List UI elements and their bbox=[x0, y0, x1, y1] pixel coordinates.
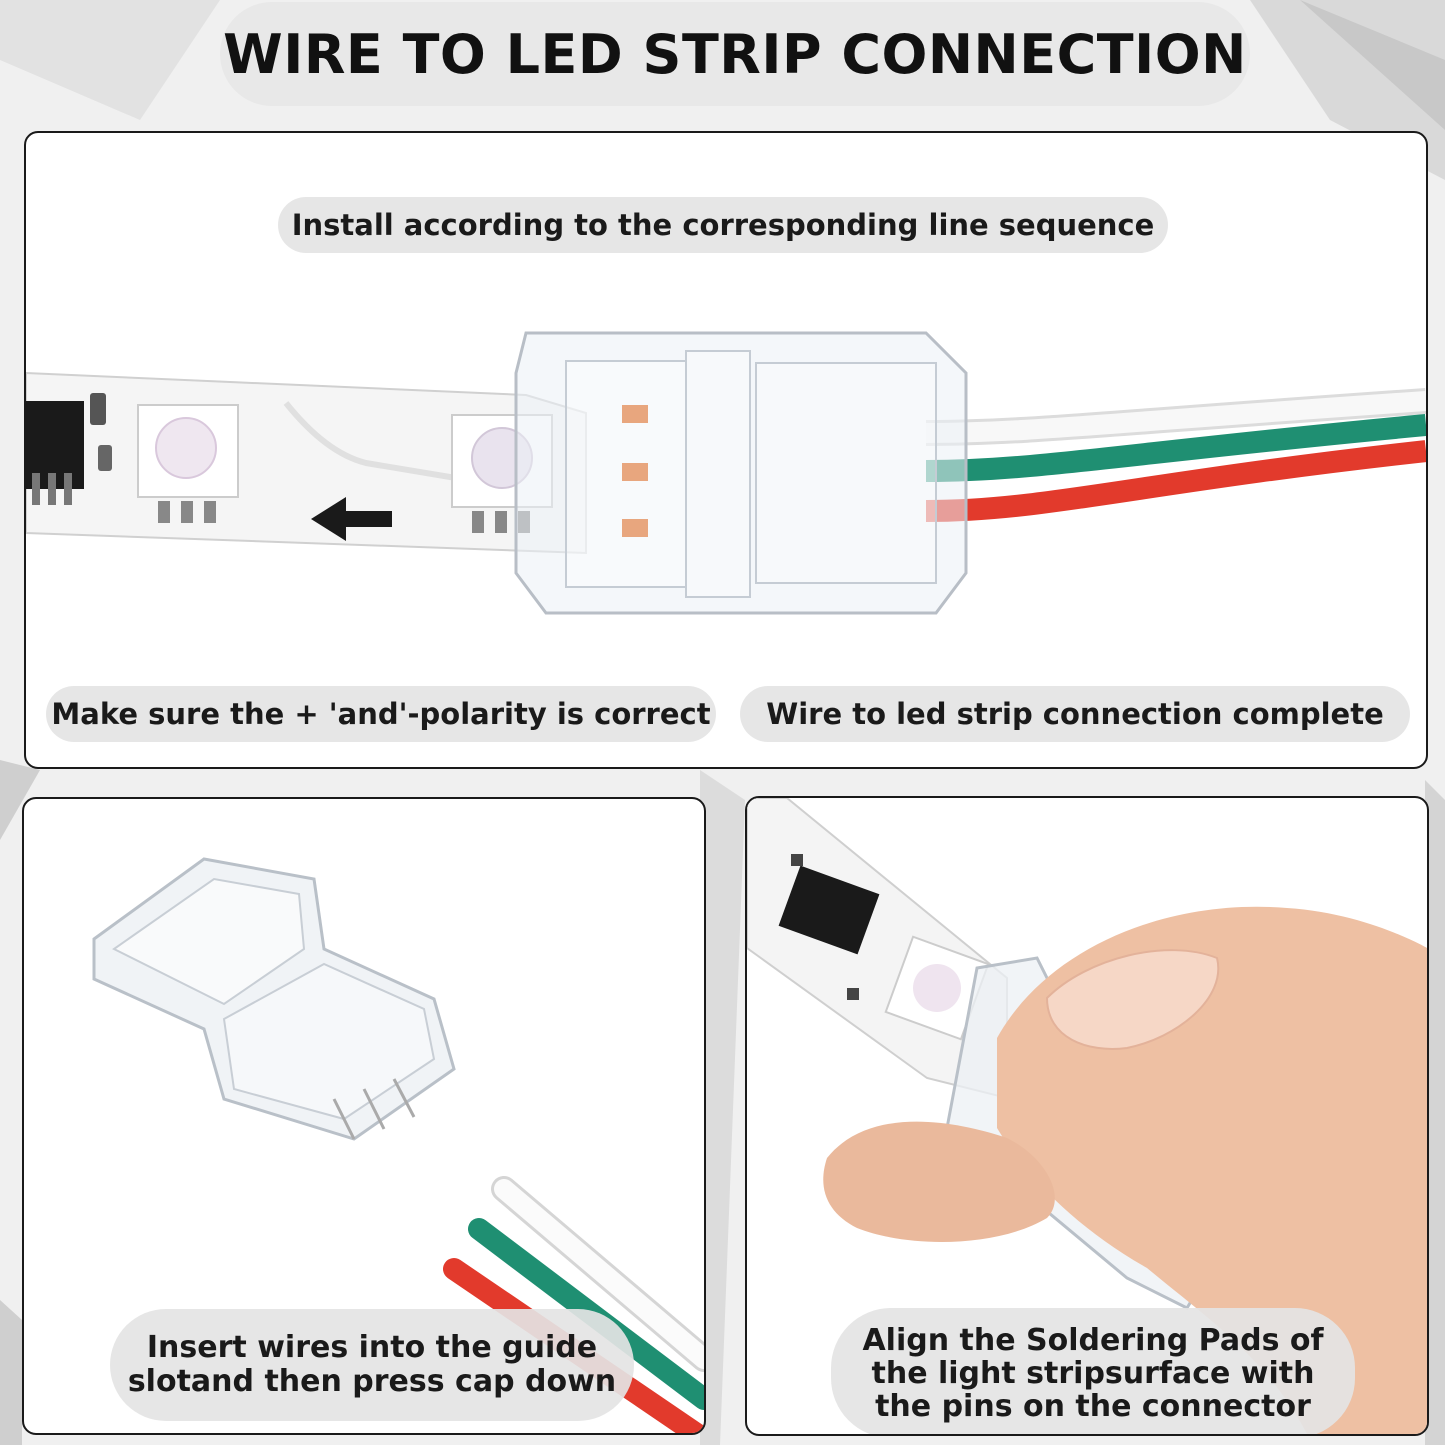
finger bbox=[823, 1121, 1055, 1242]
caption-insert-wires-line2: slotand then press cap down bbox=[127, 1364, 617, 1399]
thumbnail bbox=[1045, 949, 1220, 1050]
strip-connector-illustration bbox=[26, 331, 1426, 615]
caption-align-pads-line3: the pins on the connector bbox=[875, 1388, 1311, 1424]
hand-connector-illustration bbox=[747, 798, 1427, 1434]
bottom-left-panel: Insert wires into the guide slotand then… bbox=[22, 797, 706, 1435]
white-wire bbox=[494, 1179, 704, 1369]
caption-insert-wires-line1: Insert wires into the guide bbox=[146, 1330, 598, 1365]
green-wire bbox=[925, 414, 1426, 482]
top-panel: Install according to the corresponding l… bbox=[24, 131, 1428, 769]
caption-align-pads: Align the Soldering Pads of the light st… bbox=[831, 1308, 1355, 1434]
red-wire bbox=[925, 440, 1426, 522]
caption-align-pads-line1: Align the Soldering Pads of bbox=[862, 1322, 1324, 1358]
resistor bbox=[90, 393, 106, 425]
page-title: WIRE TO LED STRIP CONNECTION bbox=[223, 22, 1247, 86]
title-banner: WIRE TO LED STRIP CONNECTION bbox=[220, 2, 1250, 106]
bottom-right-panel: Align the Soldering Pads of the light st… bbox=[745, 796, 1429, 1436]
open-connector-illustration bbox=[92, 857, 704, 1433]
caption-connection-complete: Wire to led strip connection complete bbox=[740, 686, 1410, 742]
caption-align-pads-line2: the light stripsurface with bbox=[871, 1355, 1315, 1391]
caption-polarity: Make sure the + 'and'-polarity is correc… bbox=[46, 686, 716, 742]
ic-chip bbox=[778, 865, 880, 955]
clear-connector bbox=[514, 331, 968, 615]
direction-arrow-icon bbox=[311, 497, 392, 541]
caption-insert-wires: Insert wires into the guide slotand then… bbox=[110, 1309, 634, 1421]
caption-line-sequence: Install according to the corresponding l… bbox=[278, 197, 1168, 253]
